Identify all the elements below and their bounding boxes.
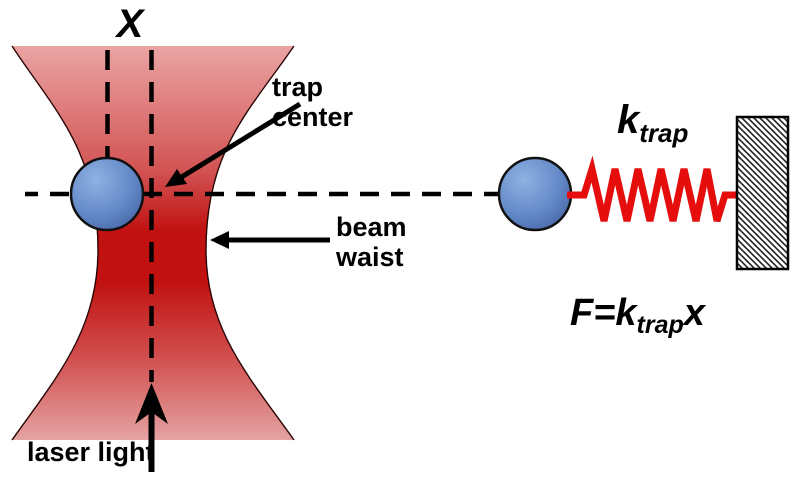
laser-light-arrowhead — [135, 383, 168, 424]
laser-light-label: laser light — [27, 437, 155, 467]
trap-center-label-line2: center — [272, 102, 354, 132]
spring-constant-label: ktrap — [617, 98, 688, 146]
spring — [567, 155, 738, 223]
model-bead — [497, 156, 573, 232]
beam-waist-arrowhead — [210, 231, 229, 249]
beam-left-edge — [11, 45, 99, 441]
formula-prefix: F=k — [570, 292, 637, 334]
beam-waist-label: beam waist — [336, 212, 407, 272]
trapped-bead — [69, 156, 145, 232]
trap-center-label: trap center — [272, 72, 353, 132]
beam-waist-label-line2: waist — [336, 242, 404, 272]
formula-subscript: trap — [636, 311, 684, 339]
trap-center-arrowhead — [165, 169, 187, 187]
beam-right-edge — [205, 45, 295, 441]
formula-suffix: x — [683, 292, 705, 334]
hooke-law-formula: F=ktrapx — [570, 292, 705, 338]
beam-waist-label-line1: beam — [336, 212, 407, 242]
spring-constant-subscript: trap — [639, 118, 689, 148]
spring-constant-base: k — [617, 98, 640, 142]
trap-center-arrow-line — [178, 101, 302, 181]
trap-center-label-line1: trap — [272, 72, 324, 102]
anchor-wall — [735, 115, 790, 271]
x-displacement-label: X — [116, 2, 144, 46]
